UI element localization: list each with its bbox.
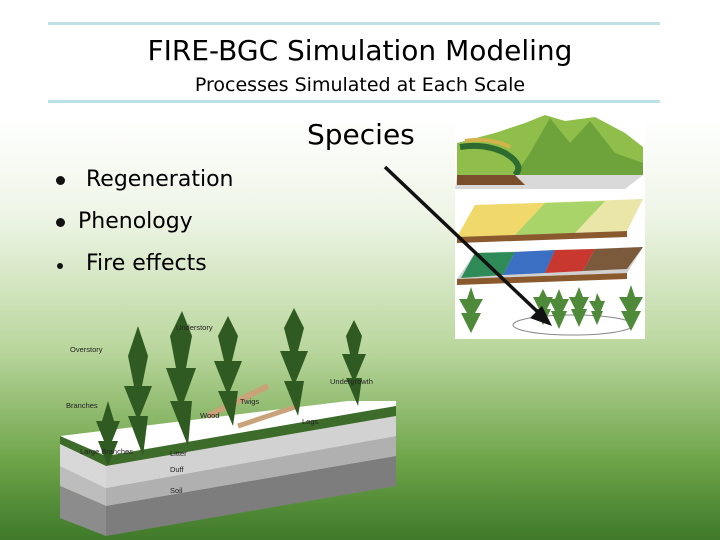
bullet-icon [57, 263, 63, 269]
label-overstory: Overstory [70, 345, 103, 354]
process-item-label: Regeneration [86, 167, 234, 192]
label-branches: Branches [66, 401, 98, 410]
label-logs: Logs [302, 417, 319, 426]
scale-hierarchy-figure [455, 113, 645, 339]
label-wood: Wood [200, 411, 219, 420]
process-item: Fire effects [54, 250, 233, 292]
slide-title: FIRE-BGC Simulation Modeling [147, 34, 573, 67]
title-rule-bottom [48, 100, 660, 103]
title-rule-top [48, 22, 660, 25]
label-large-branches: Large Branches [80, 447, 133, 456]
stand-cross-section-figure: Understory Overstory Undergrowth Branche… [60, 308, 396, 536]
process-item-label: Fire effects [86, 251, 207, 276]
label-litter: Litter [170, 449, 187, 458]
slide-subtitle: Processes Simulated at Each Scale [194, 74, 526, 96]
process-item: Regeneration [54, 166, 233, 208]
label-twigs: Twigs [240, 397, 259, 406]
label-soil: Soil [170, 486, 183, 495]
bullet-icon [56, 218, 65, 227]
bullet-icon [56, 176, 65, 185]
label-undergrowth: Undergrowth [330, 377, 373, 386]
process-list: Regeneration Phenology Fire effects [54, 166, 233, 292]
process-item: Phenology [54, 208, 233, 250]
label-understory: Understory [176, 323, 213, 332]
scale-label: Species [307, 118, 415, 151]
label-duff: Duff [170, 465, 185, 474]
process-item-label: Phenology [78, 209, 193, 234]
